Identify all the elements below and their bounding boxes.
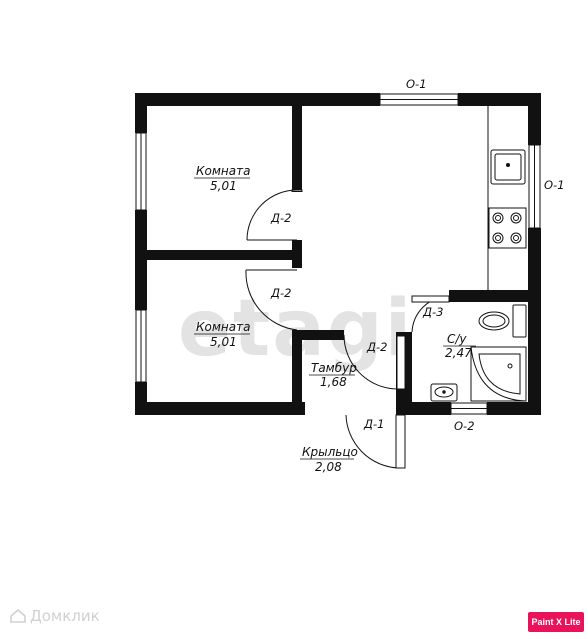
walls [135,93,541,415]
kitchen-counter [487,106,527,290]
door-room-top-label: Д-2 [270,211,291,225]
door-room-bottom-label: Д-2 [270,286,291,300]
door-bath-label: Д-3 [422,305,443,319]
bathroom-area: 2,47 [445,346,472,360]
room-2-name: Комната [196,320,250,334]
door-vestibule-label: Д-2 [366,340,387,354]
room-2-area: 5,01 [210,335,237,349]
room-1-name: Комната [196,164,250,178]
porch-area: 2,08 [315,460,342,474]
window-top-label: О-1 [406,77,427,91]
bathroom-fixtures [430,304,527,402]
paint-x-lite-badge: Paint X Lite [528,612,584,632]
window-labels: О-1 О-1 О-2 [406,77,565,433]
window-right-label: О-1 [544,178,565,192]
windows [135,93,541,415]
doors [245,189,450,469]
door-entrance-label: Д-1 [363,417,384,431]
window-bath-label: О-2 [454,419,475,433]
bathroom-name: С/у [447,332,467,346]
domclick-watermark: Домклик [10,607,100,625]
vestibule-area: 1,68 [320,375,347,389]
door-labels: Д-2 Д-2 Д-2 Д-3 Д-1 [270,211,443,431]
brand-name: Домклик [30,607,100,625]
room-labels: Комната 5,01 Комната 5,01 Тамбур 1,68 С/… [194,164,476,474]
vestibule-name: Тамбур [311,361,357,375]
room-1-area: 5,01 [210,179,237,193]
house-icon [10,609,26,623]
porch-name: Крыльцо [302,445,358,459]
